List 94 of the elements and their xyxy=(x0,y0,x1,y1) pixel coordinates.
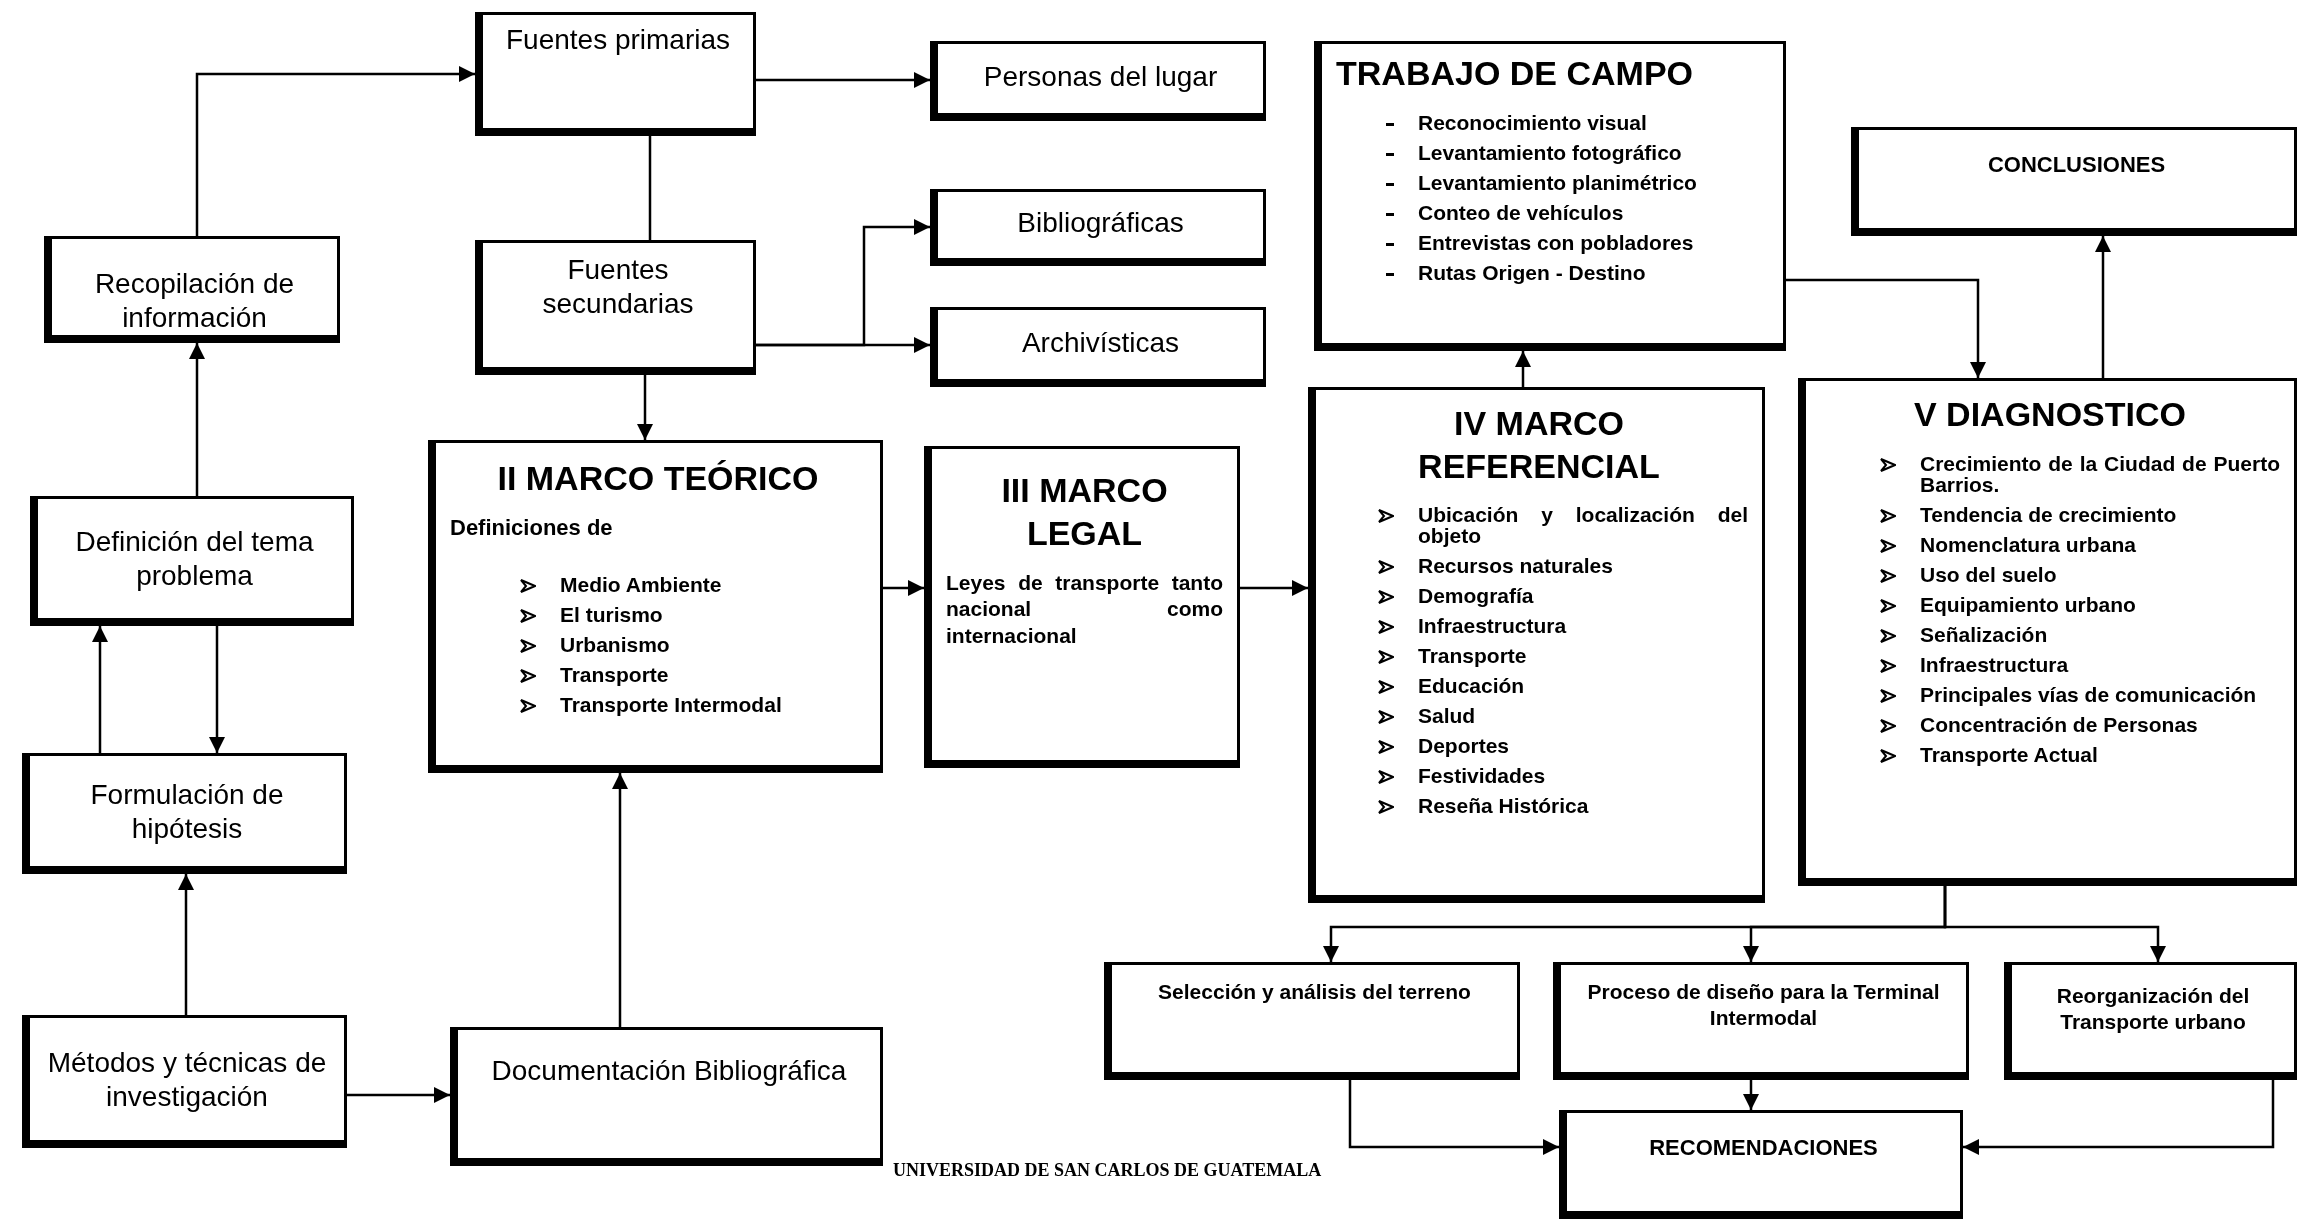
connector-arrow xyxy=(1240,580,1308,596)
list-item-text: Levantamiento fotográfico xyxy=(1418,139,1683,166)
process-box xyxy=(930,189,1266,266)
connector-line xyxy=(648,136,652,240)
list-item-text: Transporte Actual xyxy=(1920,741,2099,768)
list-item-text: Crecimiento de la Ciudad de Puerto Barrios. xyxy=(1920,450,2280,498)
process-box xyxy=(1851,127,2297,236)
list-item-text: Reconocimiento visual xyxy=(1418,109,1648,136)
list-item-text: Señalización xyxy=(1920,621,2049,648)
box-heading: III MARCO LEGAL xyxy=(1000,470,1169,554)
connector-arrow xyxy=(756,72,930,88)
box-text: Definición del tema problema xyxy=(74,525,315,594)
box-text: Personas del lugar xyxy=(982,60,1219,94)
box-heading: V DIAGNOSTICO xyxy=(1913,394,2187,435)
list-item-text: El turismo xyxy=(560,602,664,628)
box-heading: IV MARCO REFERENCIAL xyxy=(1417,403,1661,487)
list-item-text: Nomenclatura urbana xyxy=(1920,531,2137,558)
list-item-text: Recursos naturales xyxy=(1418,553,1614,579)
process-box xyxy=(930,41,1266,121)
process-box xyxy=(1553,962,1969,1080)
box-text: Archivísticas xyxy=(1020,326,1181,360)
list-item-text: Concentración de Personas xyxy=(1920,711,2199,738)
process-box xyxy=(2004,962,2297,1080)
box-text: Documentación Bibliográfica xyxy=(490,1054,848,1088)
process-box xyxy=(1559,1110,1963,1219)
process-box xyxy=(1798,378,2297,886)
list-item-text: Urbanismo xyxy=(560,632,671,658)
list-item-text: Conteo de vehículos xyxy=(1418,199,1625,226)
list-item-text: Infraestructura xyxy=(1418,613,1568,639)
list-item-text: Deportes xyxy=(1418,733,1511,759)
list-item-text: Infraestructura xyxy=(1920,651,2070,678)
connector-arrow xyxy=(1348,1080,1559,1155)
list-item-text: Medio Ambiente xyxy=(560,572,723,598)
process-box xyxy=(1314,41,1786,351)
process-box xyxy=(930,307,1266,387)
box-text: Leyes de transporte tanto nacional como internacional xyxy=(946,570,1223,649)
list-item-text: Demografía xyxy=(1418,583,1535,609)
box-heading: Selección y análisis del terreno xyxy=(1157,979,1472,1005)
process-box xyxy=(428,440,883,773)
connector-arrow xyxy=(883,580,924,596)
connector-arrow xyxy=(347,1087,450,1103)
box-text: Definiciones de xyxy=(450,513,614,541)
connector-arrow xyxy=(2095,236,2111,378)
list-item-text: Ubicación y localización del objeto xyxy=(1418,502,1748,549)
list-item-text: Festividades xyxy=(1418,763,1547,789)
list-item-text: Salud xyxy=(1418,703,1477,729)
box-text: CONCLUSIONES xyxy=(1986,152,2167,178)
list-item-text: Transporte xyxy=(560,662,670,688)
process-box xyxy=(924,446,1240,768)
box-text: Recopilación de información xyxy=(93,267,296,336)
box-text: Métodos y técnicas de investigación xyxy=(46,1046,328,1115)
process-box xyxy=(475,12,756,136)
list-item-text: Educación xyxy=(1418,673,1526,699)
list-item-text: Rutas Origen - Destino xyxy=(1418,259,1647,286)
box-heading: Proceso de diseño para la Terminal Intermodal xyxy=(1586,979,1941,1032)
list-item-text: Transporte xyxy=(1418,643,1528,669)
box-heading: Reorganización del Transporte urbano xyxy=(2055,983,2251,1036)
process-box xyxy=(30,496,354,626)
footer-text: UNIVERSIDAD DE SAN CARLOS DE GUATEMALA xyxy=(893,1160,1322,1181)
process-box xyxy=(1308,387,1765,903)
process-box xyxy=(450,1027,883,1166)
list-item-text: Entrevistas con pobladores xyxy=(1418,229,1695,256)
process-box xyxy=(475,240,756,375)
connector-arrow xyxy=(1943,886,2166,962)
process-box xyxy=(22,1015,347,1148)
list-item-text: Principales vías de comunicación xyxy=(1920,681,2258,708)
connector-arrow xyxy=(1515,351,1531,387)
connector-arrow xyxy=(612,773,628,1027)
box-text: Fuentes primarias xyxy=(504,23,732,57)
list-item-text: Transporte Intermodal xyxy=(560,692,783,718)
list-item-text: Reseña Histórica xyxy=(1418,793,1590,819)
connector-arrow xyxy=(637,375,653,440)
list-item-text: Equipamiento urbano xyxy=(1920,591,2137,618)
connector-arrow xyxy=(1963,1080,2275,1155)
box-text: RECOMENDACIONES xyxy=(1648,1135,1879,1161)
box-heading: II MARCO TEÓRICO xyxy=(496,458,820,499)
list-item-text: Uso del suelo xyxy=(1920,561,2058,588)
connector-arrow xyxy=(178,874,194,1015)
connector-arrow xyxy=(195,66,475,236)
connector-arrow xyxy=(189,343,205,496)
process-box xyxy=(22,753,347,874)
list-item-text: Levantamiento planimétrico xyxy=(1418,169,1698,196)
connector-arrow xyxy=(756,337,930,353)
box-text: Formulación de hipótesis xyxy=(89,778,285,847)
connector-arrow xyxy=(1743,1080,1759,1110)
connector-arrow xyxy=(1786,278,1986,378)
process-box xyxy=(1104,962,1520,1080)
box-heading: TRABAJO DE CAMPO xyxy=(1336,53,1695,94)
connector-arrow xyxy=(92,626,108,753)
box-text: Bibliográficas xyxy=(1016,206,1185,240)
connector-arrow xyxy=(209,626,225,753)
list-item-text: Tendencia de crecimiento xyxy=(1920,501,2178,528)
process-box xyxy=(44,236,340,343)
box-text: Fuentes secundarias xyxy=(541,253,695,322)
